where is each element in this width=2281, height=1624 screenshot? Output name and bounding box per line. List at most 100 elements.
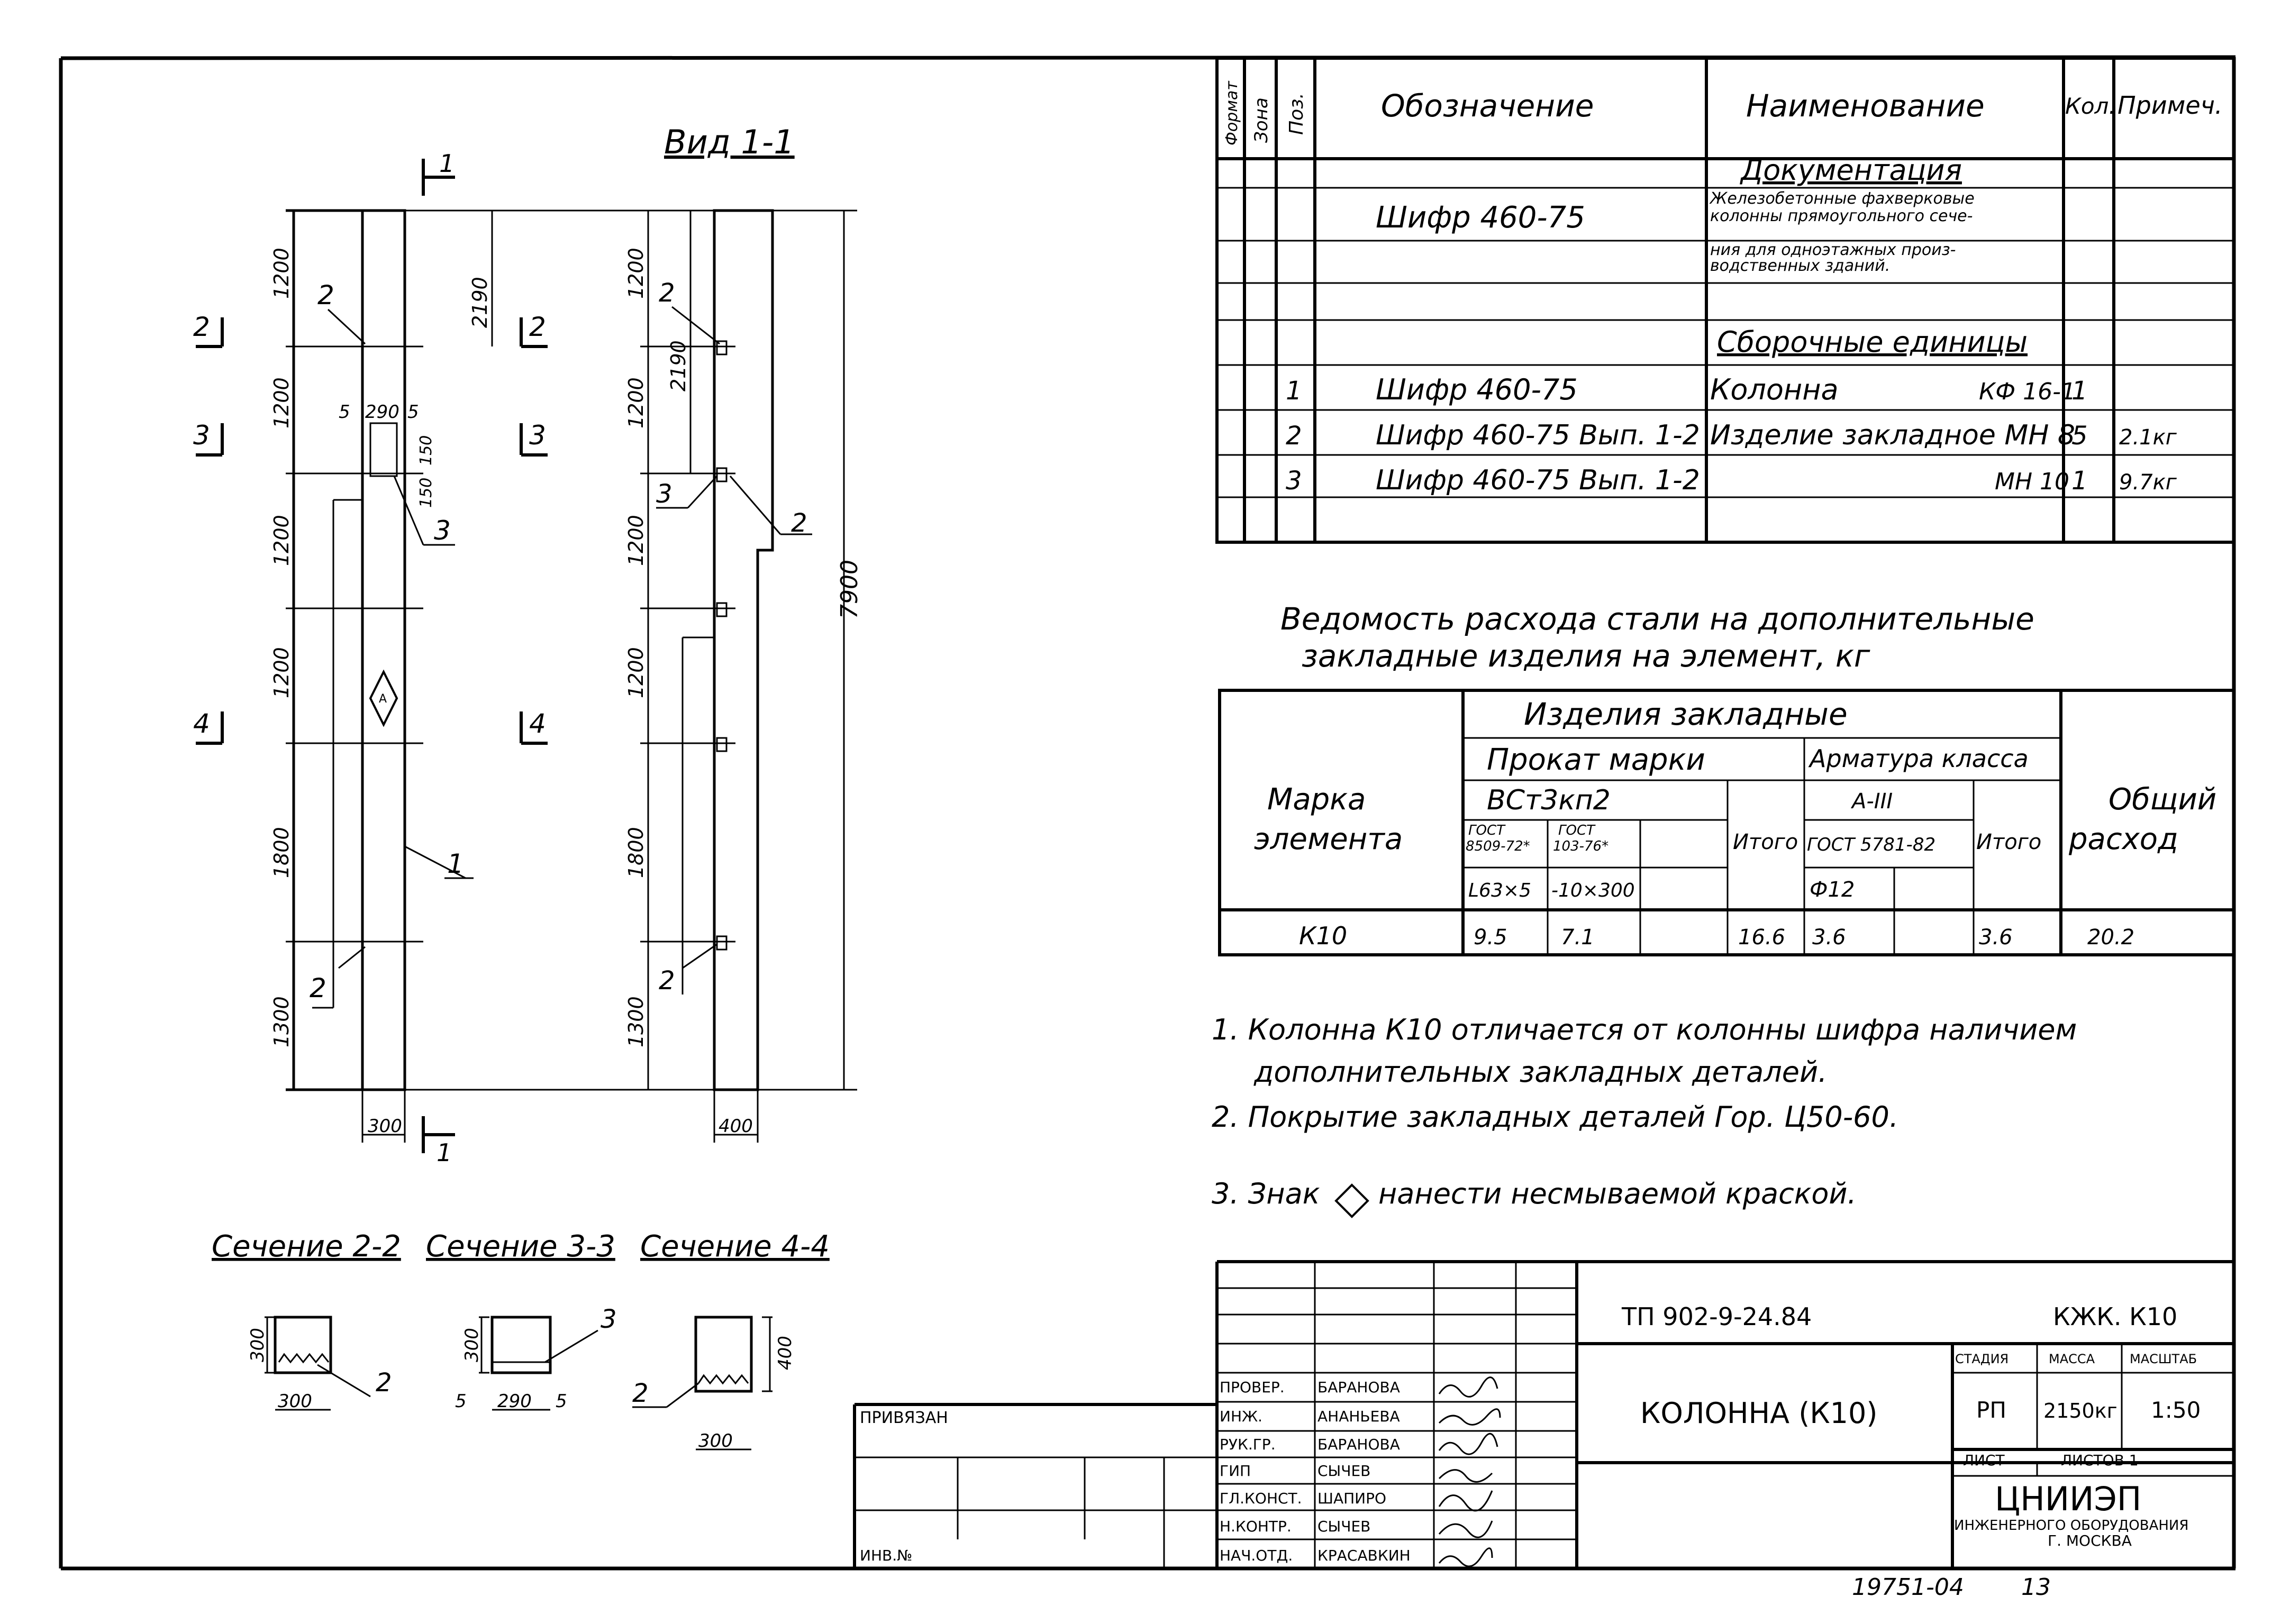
- svg-text:4: 4: [529, 708, 546, 739]
- svg-text:Изделие закладное МН 8: Изделие закладное МН 8: [1710, 419, 2075, 451]
- svg-text:1200: 1200: [270, 647, 293, 698]
- scale-value: 1:50: [2151, 1397, 2201, 1423]
- object-name: КОЛОННА (К10): [1640, 1397, 1877, 1430]
- svg-text:Арматура класса: Арматура класса: [1808, 744, 2029, 773]
- svg-text:400: 400: [719, 1116, 753, 1137]
- spec-header-format: Формат: [1223, 80, 1241, 145]
- svg-text:3: 3: [601, 1304, 617, 1334]
- svg-text:3: 3: [193, 420, 210, 451]
- svg-text:5: 5: [2071, 421, 2088, 451]
- svg-text:1: 1: [2071, 466, 2088, 496]
- svg-text:Изделия закладные: Изделия закладные: [1524, 696, 1848, 732]
- svg-text:АНАНЬЕВА: АНАНЬЕВА: [1317, 1408, 1400, 1425]
- svg-text:ШАПИРО: ШАПИРО: [1317, 1490, 1386, 1507]
- svg-text:5: 5: [556, 1391, 567, 1412]
- svg-text:1200: 1200: [624, 647, 648, 698]
- table-row: 2 Шифр 460-75 Вып. 1-2 Изделие закладное…: [1286, 419, 2177, 451]
- cut-marks: [196, 159, 548, 1153]
- svg-text:Колонна: Колонна: [1710, 373, 1839, 406]
- bound-label: ПРИВЯЗАН: [860, 1409, 948, 1427]
- svg-text:Сечение 3-3: Сечение 3-3: [426, 1229, 615, 1264]
- svg-text:300: 300: [461, 1328, 483, 1362]
- svg-text:ИНЖ.: ИНЖ.: [1220, 1408, 1262, 1425]
- svg-text:КРАСАВКИН: КРАСАВКИН: [1317, 1547, 1411, 1564]
- svg-text:1300: 1300: [270, 996, 293, 1047]
- svg-text:300: 300: [278, 1391, 312, 1412]
- svg-text:2190: 2190: [468, 277, 492, 328]
- svg-text:290: 290: [365, 402, 399, 423]
- svg-text:1200: 1200: [270, 248, 293, 299]
- svg-text:ГОСТ: ГОСТ: [1558, 823, 1596, 838]
- svg-text:Н.КОНТР.: Н.КОНТР.: [1220, 1518, 1292, 1535]
- spec-doc-name-line: ния для одноэтажных произ-: [1710, 241, 1956, 259]
- svg-text:А: А: [379, 692, 387, 706]
- stage-value: РП: [1976, 1397, 2006, 1423]
- svg-text:2: 2: [659, 966, 675, 996]
- svg-text:3: 3: [434, 515, 451, 546]
- table-row: К10 9.5 7.1 16.6 3.6 3.6 20.2: [1299, 922, 2134, 950]
- svg-text:СЫЧЕВ: СЫЧЕВ: [1317, 1462, 1370, 1480]
- project-code: ТП 902-9-24.84: [1621, 1302, 1812, 1331]
- steel-title-line: закладные изделия на элемент, кг: [1302, 638, 1870, 674]
- svg-text:Шифр 460-75: Шифр 460-75: [1376, 373, 1578, 406]
- svg-text:элемента: элемента: [1254, 822, 1403, 856]
- svg-text:Итого: Итого: [1733, 830, 1798, 854]
- svg-text:Шифр 460-75 Вып. 1-2: Шифр 460-75 Вып. 1-2: [1376, 419, 1700, 451]
- svg-text:5: 5: [455, 1391, 467, 1412]
- svg-text:7900: 7900: [836, 560, 863, 619]
- svg-text:3.6: 3.6: [1979, 925, 2013, 950]
- svg-text:ВСт3кп2: ВСт3кп2: [1487, 784, 1611, 816]
- spec-header-pos: Поз.: [1286, 93, 1307, 135]
- spec-header-designation: Обозначение: [1381, 88, 1594, 124]
- svg-text:2: 2: [659, 278, 675, 308]
- svg-text:МАССА: МАССА: [2049, 1352, 2095, 1366]
- svg-text:2.1кг: 2.1кг: [2119, 425, 2177, 450]
- view-1-1: Вид 1-1 1200 1200 1200 1: [624, 123, 812, 1143]
- svg-text:L63×5: L63×5: [1468, 880, 1531, 901]
- svg-text:ЛИСТОВ 1: ЛИСТОВ 1: [2061, 1452, 2139, 1469]
- svg-text:ПРОВЕР.: ПРОВЕР.: [1220, 1379, 1285, 1396]
- svg-text:300: 300: [368, 1116, 402, 1137]
- svg-text:300: 300: [698, 1430, 733, 1452]
- svg-text:1800: 1800: [270, 827, 293, 878]
- spec-header-qty: Кол.: [2065, 93, 2116, 119]
- note-line: дополнительных закладных деталей.: [1253, 1055, 1827, 1089]
- svg-text:150: 150: [417, 478, 435, 508]
- svg-text:НАЧ.ОТД.: НАЧ.ОТД.: [1220, 1547, 1293, 1564]
- svg-text:3: 3: [529, 420, 546, 451]
- section-3-3: Сечение 3-3 300 5 290 5 3: [426, 1229, 617, 1412]
- view-title: Вид 1-1: [664, 123, 795, 161]
- svg-text:МАСШТАБ: МАСШТАБ: [2130, 1352, 2197, 1366]
- title-block: ТП 902-9-24.84 КЖК. К10 КОЛОННА (К10) СТ…: [853, 1260, 2234, 1568]
- svg-text:ГОСТ: ГОСТ: [1468, 823, 1506, 838]
- svg-text:9.7кг: 9.7кг: [2119, 470, 2177, 495]
- svg-text:5: 5: [407, 402, 419, 423]
- svg-text:Общий: Общий: [2109, 782, 2216, 817]
- svg-text:А-III: А-III: [1850, 789, 1893, 814]
- svg-text:2: 2: [376, 1368, 392, 1398]
- svg-text:Шифр 460-75 Вып. 1-2: Шифр 460-75 Вып. 1-2: [1376, 464, 1700, 496]
- sheet-code: КЖК. К10: [2053, 1302, 2177, 1331]
- roles-list: ПРОВЕР. БАРАНОВА ИНЖ. АНАНЬЕВА РУК.ГР. Б…: [1220, 1379, 1411, 1564]
- svg-text:8509-72*: 8509-72*: [1466, 838, 1530, 854]
- svg-text:2: 2: [310, 973, 326, 1003]
- note-line: 3. Знак: [1212, 1177, 1320, 1210]
- svg-text:3.6: 3.6: [1812, 925, 1846, 950]
- column-elevation: 1 1 2 2 3 3 4 4 1200 1200 1200 1200 1800…: [193, 149, 863, 1167]
- svg-text:Итого: Итого: [1976, 830, 2041, 854]
- svg-text:2: 2: [632, 1379, 649, 1408]
- spec-doc-name-line: Железобетонные фахверковые: [1709, 189, 1975, 208]
- svg-text:1200: 1200: [624, 377, 648, 428]
- svg-text:2: 2: [317, 280, 334, 311]
- signatures: [1438, 1376, 1501, 1567]
- svg-text:Марка: Марка: [1267, 782, 1366, 817]
- spec-doc-designation: Шифр 460-75: [1376, 200, 1585, 235]
- svg-text:150: 150: [417, 435, 435, 466]
- page-number: 13: [2021, 1574, 2051, 1601]
- svg-text:400: 400: [775, 1336, 796, 1370]
- svg-text:СЫЧЕВ: СЫЧЕВ: [1317, 1518, 1370, 1535]
- svg-text:2190: 2190: [667, 340, 690, 391]
- svg-text:КФ 16-1: КФ 16-1: [1979, 378, 2076, 405]
- svg-text:1300: 1300: [624, 996, 648, 1047]
